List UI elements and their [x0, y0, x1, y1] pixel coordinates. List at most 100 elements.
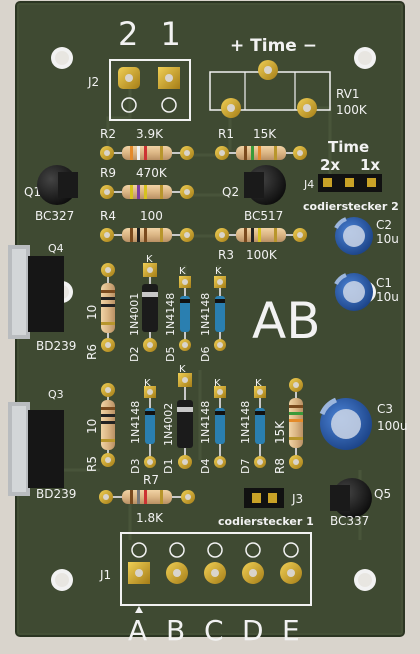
transistor-q1: Q1 BC327 [24, 165, 78, 223]
svg-text:1x: 1x [360, 156, 380, 174]
svg-text:1N4148: 1N4148 [164, 293, 177, 336]
svg-text:Q5: Q5 [374, 487, 391, 501]
svg-text:Q1: Q1 [24, 185, 41, 199]
svg-text:10: 10 [85, 419, 99, 434]
svg-text:470K: 470K [136, 166, 168, 180]
svg-text:3.9K: 3.9K [136, 127, 164, 141]
svg-text:K: K [215, 266, 222, 277]
svg-text:K: K [144, 378, 151, 389]
diode-d4: K 1N4148 D4 [199, 378, 226, 474]
rv1-value: 100K [336, 103, 368, 117]
capacitor-c2: C2 10u [334, 217, 399, 255]
svg-text:100u: 100u [377, 419, 408, 433]
svg-text:10u: 10u [376, 290, 399, 304]
svg-text:2x: 2x [320, 156, 340, 174]
capacitor-c3: C3 100u [319, 397, 408, 450]
svg-text:BD239: BD239 [36, 487, 76, 501]
svg-text:100K: 100K [246, 248, 278, 262]
svg-text:BC337: BC337 [330, 514, 369, 528]
svg-text:Time: Time [328, 138, 369, 156]
time-pot-label: + Time − [230, 36, 317, 56]
diode-d2: K 1N4001 D2 [128, 254, 158, 362]
svg-text:15K: 15K [253, 127, 277, 141]
diode-d6: K 1N4148 D6 [199, 266, 226, 362]
svg-text:100: 100 [140, 209, 163, 223]
svg-text:BC327: BC327 [35, 209, 74, 223]
svg-text:codierstecker 2: codierstecker 2 [303, 200, 399, 213]
svg-text:R7: R7 [143, 473, 159, 487]
j2-ref: J2 [87, 75, 99, 89]
svg-text:R1: R1 [218, 127, 234, 141]
connector-letters: A B C D E [128, 614, 300, 647]
resistor-r3: R3 100K [215, 228, 307, 262]
connector-j1: J1 [99, 532, 312, 613]
jumper-j3: J3 codierstecker 1 [218, 488, 314, 528]
connector-letter-e: E [282, 614, 300, 647]
board-big-label: AB [252, 292, 321, 350]
svg-text:D5: D5 [164, 347, 177, 362]
svg-text:Q4: Q4 [48, 242, 64, 255]
svg-text:C1: C1 [376, 276, 392, 290]
transistor-q2: Q2 BC517 [222, 165, 286, 223]
svg-text:R4: R4 [100, 209, 116, 223]
svg-text:R2: R2 [100, 127, 116, 141]
svg-text:R8: R8 [273, 458, 287, 474]
connector-letter-d: D [242, 614, 264, 647]
connector-letter-a: A [128, 614, 147, 647]
resistor-r9: R9 470K [100, 166, 194, 199]
jumper-j4: Time 2x 1x J4 codierstecker 2 [303, 138, 399, 213]
connector-letter-c: C [204, 614, 224, 647]
svg-text:K: K [146, 254, 153, 265]
j2-pin-numbers: 2 1 [118, 15, 187, 53]
svg-text:1N4148: 1N4148 [239, 401, 252, 444]
svg-text:K: K [214, 378, 221, 389]
svg-text:1N4148: 1N4148 [199, 401, 212, 444]
svg-text:BC517: BC517 [244, 209, 283, 223]
svg-text:C3: C3 [377, 402, 393, 416]
transistor-q4: Q4 BD239 [8, 242, 76, 353]
resistor-r1: R1 15K [215, 127, 307, 160]
svg-text:1.8K: 1.8K [136, 511, 164, 525]
svg-text:J3: J3 [291, 492, 303, 506]
svg-text:10: 10 [85, 305, 99, 320]
resistor-r5: 10 R5 [85, 383, 115, 472]
svg-text:BD239: BD239 [36, 339, 76, 353]
svg-text:1N4001: 1N4001 [128, 293, 141, 336]
svg-text:C2: C2 [376, 218, 392, 232]
svg-text:1N4148: 1N4148 [129, 401, 142, 444]
transistor-q5: Q5 BC337 [330, 478, 391, 528]
svg-text:K: K [179, 266, 186, 277]
svg-text:J4: J4 [303, 178, 314, 191]
svg-text:Q3: Q3 [48, 388, 64, 401]
j2-outline [109, 59, 191, 121]
resistor-r4: R4 100 [100, 209, 194, 242]
svg-text:D6: D6 [199, 347, 212, 362]
transistor-q3: Q3 BD239 [8, 388, 76, 501]
svg-text:1N4148: 1N4148 [199, 293, 212, 336]
j2-hole-2 [121, 97, 137, 113]
svg-text:K: K [179, 364, 186, 375]
rv1-ref: RV1 [336, 87, 360, 101]
svg-text:codierstecker 1: codierstecker 1 [218, 515, 314, 528]
diode-d3: K 1N4148 D3 [129, 378, 156, 474]
svg-text:R5: R5 [85, 456, 99, 472]
svg-text:R9: R9 [100, 166, 116, 180]
svg-text:D7: D7 [239, 459, 252, 474]
svg-text:D3: D3 [129, 459, 142, 474]
svg-text:D4: D4 [199, 459, 212, 474]
svg-text:15K: 15K [273, 420, 287, 444]
resistor-r8: 15K R8 [273, 378, 303, 474]
resistor-r7: R7 1.8K [99, 473, 195, 525]
svg-text:R3: R3 [218, 248, 234, 262]
j2-hole-1 [161, 97, 177, 113]
diode-d7: K 1N4148 D7 [239, 378, 266, 474]
diode-d5: K 1N4148 D5 [164, 266, 191, 362]
svg-text:Q2: Q2 [222, 185, 239, 199]
svg-text:D1: D1 [162, 459, 175, 474]
resistor-r2: R2 3.9K [100, 127, 194, 160]
resistor-r6: 10 R6 [85, 263, 115, 360]
svg-text:1N4002: 1N4002 [162, 403, 175, 446]
capacitor-c1: C1 10u [334, 273, 399, 311]
svg-text:K: K [255, 378, 262, 389]
